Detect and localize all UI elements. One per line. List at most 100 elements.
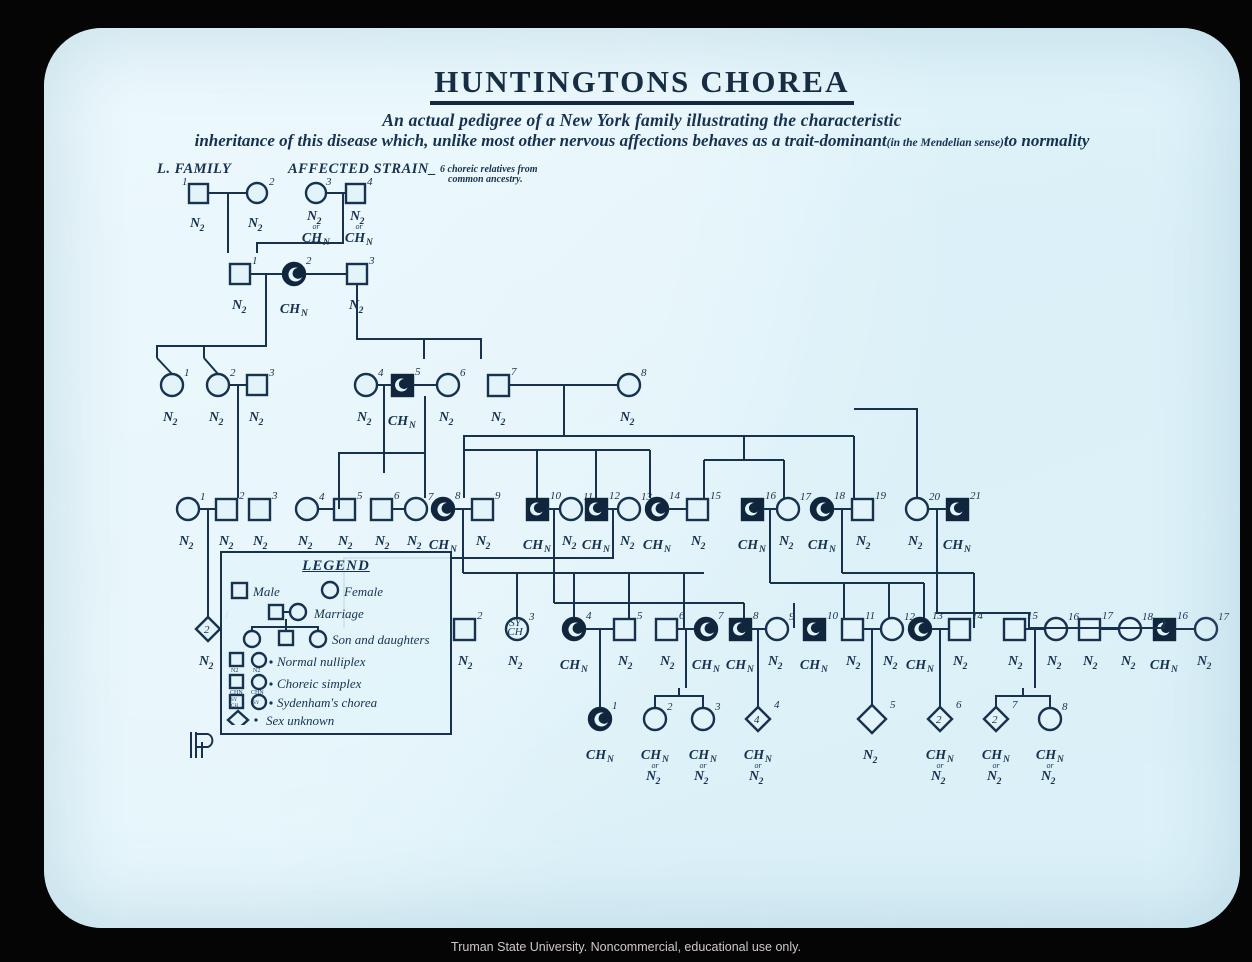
legend-label-sydenham: Sydenham's chorea — [277, 695, 378, 710]
gen3-individual-4: 4 — [353, 367, 384, 428]
legend-box: LEGEND Male Female Marriage Son and daug… — [220, 551, 452, 735]
svg-text:N: N — [820, 665, 829, 675]
label-note-line2: common ancestry. — [448, 174, 523, 185]
svg-text:CH: CH — [345, 231, 366, 246]
svg-text:21: 21 — [970, 490, 981, 502]
gen4-individual-20: 20 — [904, 491, 941, 552]
svg-text:CH: CH — [582, 538, 603, 553]
svg-text:6: 6 — [679, 610, 685, 622]
gen4-individual-19: 19 — [850, 490, 887, 552]
svg-text:CH: CH — [586, 748, 607, 763]
gen4-individual-4: 4 — [294, 491, 325, 552]
svg-text:2: 2 — [269, 176, 275, 188]
svg-text:CHN: CHN — [251, 690, 264, 696]
svg-text:SY: SY — [509, 617, 523, 629]
svg-text:8: 8 — [1062, 701, 1068, 713]
gen5-individual-8: 8 CH N — [726, 610, 759, 675]
svg-text:CH: CH — [523, 538, 544, 553]
svg-text:CH: CH — [738, 538, 759, 553]
svg-text:CH: CH — [507, 626, 523, 638]
svg-text:15: 15 — [1027, 610, 1039, 622]
gen4-individual-8: 8 CH N — [429, 490, 461, 555]
gen6-individual-6: 2 6 CH N or — [926, 699, 962, 787]
gen5-individual-15: 15 — [1002, 610, 1039, 672]
svg-text:CH: CH — [1150, 658, 1171, 673]
gen6-individual-7: 2 7 CH N or — [982, 699, 1018, 787]
svg-text:N: N — [408, 421, 417, 431]
gen1-individual-4: 4 or CH N — [344, 176, 374, 248]
svg-text:or: or — [754, 761, 762, 770]
legend-label-marriage: Marriage — [313, 606, 364, 621]
subtitle-mendelian-note: (in the Mendelian sense) — [886, 137, 1004, 149]
gen5-individual-16: 16 — [1043, 611, 1080, 672]
svg-text:CH: CH — [808, 538, 829, 553]
gen5-individual-5: 5 — [612, 610, 643, 672]
gen5-right-individual-16: 16 CH N — [1150, 610, 1189, 675]
svg-text:3: 3 — [271, 490, 278, 502]
svg-text:1: 1 — [252, 255, 258, 267]
svg-text:4: 4 — [378, 367, 384, 379]
svg-text:18: 18 — [834, 490, 846, 502]
svg-text:CH: CH — [388, 414, 409, 429]
svg-text:11: 11 — [865, 610, 875, 622]
subtitle-line-2: inheritance of this disease which, unlik… — [58, 131, 1226, 151]
gen3-individual-1: 1 — [159, 367, 190, 428]
svg-text:N: N — [926, 665, 935, 675]
gen1-individual-3: 3 or CH N — [302, 176, 332, 248]
svg-text:or: or — [992, 761, 1000, 770]
gen6-individual-2: 2 CH N or — [641, 701, 673, 787]
gen5-individual-9: 9 — [764, 611, 795, 672]
label-affected-strain: AFFECTED STRAIN_ — [287, 161, 437, 177]
legend-label-normal: Normal nulliplex — [276, 654, 366, 669]
svg-text:N: N — [661, 755, 670, 765]
svg-text:1: 1 — [612, 700, 618, 712]
gen4-individual-6: 6 — [369, 490, 400, 552]
svg-text:11: 11 — [583, 491, 593, 503]
svg-text:16: 16 — [1068, 611, 1080, 623]
svg-text:8: 8 — [455, 490, 461, 502]
svg-text:2: 2 — [230, 367, 236, 379]
svg-text:15: 15 — [710, 490, 722, 502]
svg-text:N: N — [712, 665, 721, 675]
gen3-individual-5: 5 CH N — [388, 366, 421, 431]
svg-text:6: 6 — [394, 490, 400, 502]
subtitle-line-2-tail: to normality — [1003, 131, 1090, 150]
credit-line: Truman State University. Noncommercial, … — [451, 940, 801, 954]
svg-text:8: 8 — [641, 367, 647, 379]
svg-text:3: 3 — [714, 701, 721, 713]
svg-text:2: 2 — [306, 255, 312, 267]
svg-text:1: 1 — [182, 176, 188, 188]
svg-text:2: 2 — [239, 490, 245, 502]
svg-text:16: 16 — [765, 490, 777, 502]
gen4-individual-12: 12 CH N — [582, 490, 621, 555]
svg-text:or: or — [936, 761, 944, 770]
svg-text:13: 13 — [641, 491, 653, 503]
svg-text:N: N — [828, 545, 837, 555]
gen2-individual-3: 3 — [345, 255, 375, 316]
gen6-individual-3: 3 CH N or — [689, 701, 721, 787]
svg-text:N: N — [365, 238, 374, 248]
svg-text:17: 17 — [1218, 611, 1230, 623]
legend-label-unknown: Sex unknown — [266, 713, 334, 725]
gen2-individual-1: 1 — [228, 255, 258, 316]
svg-text:12: 12 — [609, 490, 621, 502]
svg-text:6: 6 — [956, 699, 962, 711]
gen4-individual-18: 18 CH N — [808, 490, 846, 555]
gen4-individual-2: 2 — [214, 490, 245, 552]
gen3-individual-6: 6 — [435, 367, 466, 428]
svg-text:2: 2 — [936, 714, 942, 726]
svg-text:17: 17 — [1102, 610, 1114, 622]
gen4-individual-21: 21 CH N — [943, 490, 981, 555]
svg-text:N: N — [746, 665, 755, 675]
svg-text:CH: CH — [643, 538, 664, 553]
svg-text:5: 5 — [890, 699, 896, 711]
subtitle-line-2-main: inheritance of this disease which, unlik… — [194, 131, 887, 150]
legend-label-female: Female — [343, 584, 383, 599]
svg-text:3: 3 — [325, 176, 332, 188]
page-title-block: HUNTINGTONS CHOREA — [44, 65, 1240, 105]
svg-text:CH: CH — [1036, 748, 1057, 763]
svg-text:CH: CH — [926, 748, 947, 763]
gen3-individual-7: 7 — [486, 366, 517, 428]
gen4-individual-15: 15 — [685, 490, 722, 552]
pedigree-chart: N 2 L. FAMILY AFFECTED STRAIN_ 6 choreic… — [156, 161, 1230, 787]
